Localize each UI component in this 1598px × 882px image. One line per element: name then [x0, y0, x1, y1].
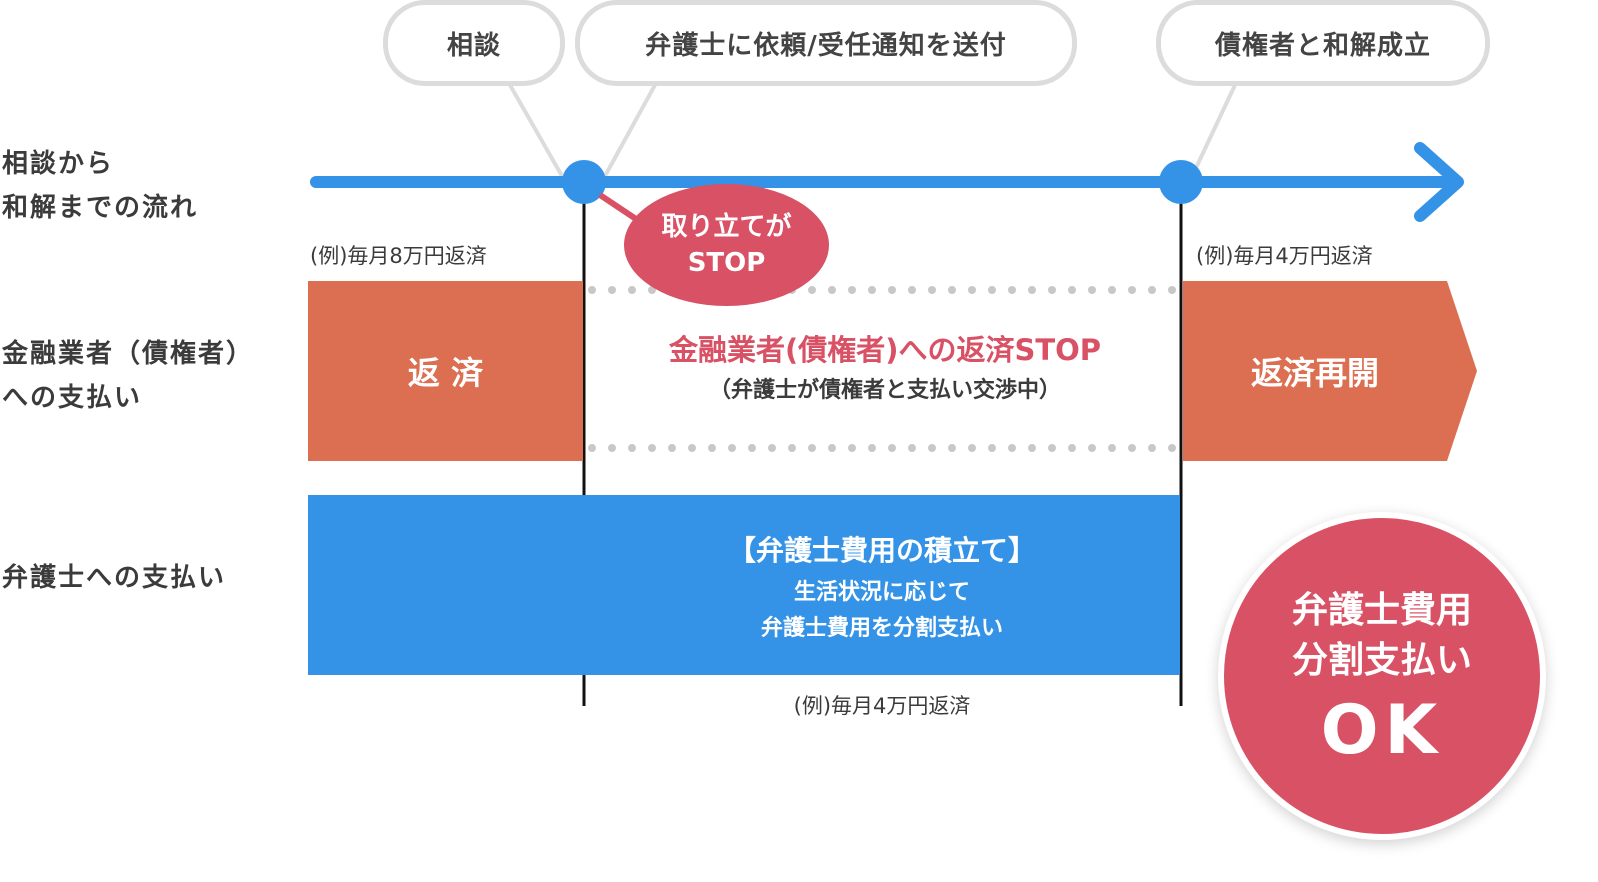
stop-bubble-line2: STOP: [687, 248, 766, 278]
lawyer-fee-note: (例)毎月4万円返済: [793, 694, 971, 718]
creditor-after-note: (例)毎月4万円返済: [1196, 244, 1373, 268]
ok-badge-line2: 分割支払い: [1291, 640, 1472, 681]
timeline-dot-end: [1159, 160, 1203, 204]
lawyer-fee-title: 【弁護士費用の積立て】: [727, 534, 1036, 567]
ok-badge-line3: OK: [1320, 691, 1444, 770]
repay-stop-title: 金融業者(債権者)への返済STOP: [668, 333, 1102, 367]
milestone-label: 相談: [446, 30, 501, 61]
lawyer-fee-text: 【弁護士費用の積立て】 生活状況に応じて 弁護士費用を分割支払い: [584, 527, 1180, 647]
row-label-creditor: 金融業者（債権者） への支払い: [2, 332, 254, 420]
repay-resume-arrow-shape: [1183, 281, 1477, 461]
lawyer-fee-sub1: 生活状況に応じて: [793, 580, 970, 605]
row-label-line: 和解までの流れ: [2, 193, 199, 223]
ok-badge-line1: 弁護士費用: [1291, 590, 1472, 631]
milestone-label: 弁護士に依頼/受任通知を送付: [645, 30, 1007, 61]
connector-line-settlement: [1193, 84, 1237, 171]
creditor-before-note: (例)毎月8万円返済: [310, 244, 487, 268]
repay-block-label: 返 済: [407, 354, 484, 392]
collection-stop-bubble: 取り立てが STOP: [624, 184, 829, 306]
milestone-pill-consult: 相談: [383, 0, 565, 86]
repay-stop-section: 金融業者(債権者)への返済STOP （弁護士が債権者と支払い交渉中）: [590, 328, 1180, 410]
repay-resume-label-wrap: 返済再開: [1183, 281, 1447, 461]
installment-ok-badge: 弁護士費用 分割支払い OK: [1218, 512, 1546, 840]
milestone-pill-settlement: 債権者と和解成立: [1156, 0, 1490, 86]
row-label-lawyer: 弁護士への支払い: [2, 556, 226, 600]
lawyer-fee-block: [308, 495, 1180, 675]
row-label-line: 相談から: [2, 149, 115, 179]
row-label-line: 金融業者（債権者）: [2, 339, 255, 369]
repay-block: 返 済: [308, 281, 583, 461]
milestone-pill-request: 弁護士に依頼/受任通知を送付: [575, 0, 1077, 86]
connector-line-consult: [508, 84, 564, 177]
timeline-arrowhead-icon: [1414, 142, 1464, 222]
repay-stop-subtitle: （弁護士が債権者と支払い交渉中）: [708, 378, 1061, 403]
timeline-dot-start: [562, 160, 606, 204]
repay-resume-label: 返済再開: [1250, 354, 1379, 392]
stop-bubble-line1: 取り立てが: [661, 212, 792, 242]
row-label-flow: 相談から 和解までの流れ: [2, 142, 198, 230]
row-label-line: への支払い: [2, 383, 143, 413]
row-label-line: 弁護士への支払い: [2, 563, 227, 593]
connector-line-request: [603, 84, 657, 177]
lawyer-fee-sub2: 弁護士費用を分割支払い: [760, 616, 1003, 641]
milestone-label: 債権者と和解成立: [1214, 30, 1431, 61]
